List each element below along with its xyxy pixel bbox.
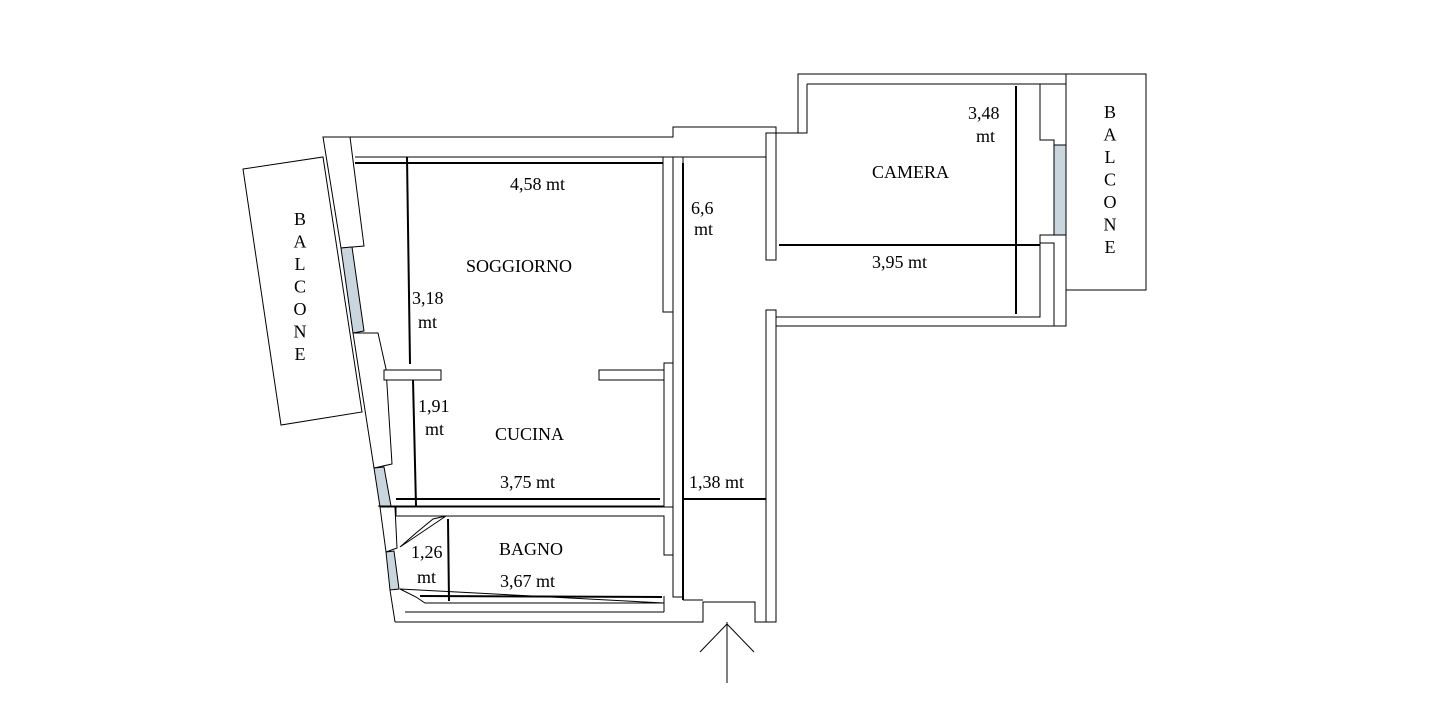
dim-corridor-length-value: 6,6 — [691, 198, 714, 218]
balcony-right — [1065, 73, 1147, 291]
corridor-right-upper — [765, 132, 777, 261]
dim-corridor-width: 1,38 mt — [689, 472, 744, 492]
kitchen-divider-left — [383, 369, 442, 381]
dim-corridor-length-unit: mt — [694, 219, 713, 239]
left-wall-middle — [352, 332, 393, 469]
dim-cucina-depth-value: 1,91 — [418, 396, 450, 416]
dim-camera-width: 3,95 mt — [872, 252, 927, 272]
balcony-letter: N — [294, 322, 307, 342]
dim-soggiorno-depth-unit: mt — [418, 312, 437, 332]
balcony-left — [242, 156, 363, 426]
bath-corner-upper — [399, 515, 447, 548]
dim-soggiorno-width: 4,58 mt — [510, 174, 565, 194]
balcony-letter: A — [1104, 125, 1117, 145]
dim-soggiorno-depth-value: 3,18 — [412, 288, 444, 308]
balcony-letter: L — [295, 254, 306, 274]
balcony-letter: O — [1104, 192, 1117, 212]
corridor-right-lower — [765, 309, 777, 623]
balcony-letter: E — [295, 344, 306, 364]
window-left-upper — [340, 246, 365, 334]
balcony-letter: B — [294, 209, 306, 229]
kitchen-divider-right — [598, 362, 674, 381]
window-bath — [385, 550, 400, 591]
dim-camera-depth-value: 3,48 — [968, 103, 1000, 123]
balcony-letter: C — [294, 277, 306, 297]
dimension-lines — [355, 86, 1040, 602]
left-wall-upper — [322, 136, 365, 249]
outer-walls — [323, 73, 1067, 623]
room-label-camera: CAMERA — [872, 162, 949, 182]
room-label-cucina: CUCINA — [495, 424, 564, 444]
dim-bagno-depth-unit: mt — [417, 567, 436, 587]
entrance-door — [699, 622, 755, 683]
corridor-wall-upper — [662, 156, 674, 313]
balcony-letter: E — [1105, 237, 1116, 257]
camera-right-wall-upper — [1039, 83, 1067, 146]
left-wall-lower — [379, 506, 398, 553]
balcony-letter: N — [1104, 215, 1117, 235]
balcony-letter: C — [1104, 170, 1116, 190]
balcony-letter: L — [1105, 147, 1116, 167]
bath-corner-lower — [399, 588, 665, 604]
dim-bagno-width: 3,67 mt — [500, 571, 555, 591]
balcony-letter: B — [1104, 102, 1116, 122]
bath-top-wall — [395, 506, 674, 556]
dim-cucina-depth-unit: mt — [425, 419, 444, 439]
window-left-lower — [373, 466, 392, 508]
balcony-letter: A — [294, 232, 307, 252]
room-label-soggiorno: SOGGIORNO — [466, 256, 572, 276]
dim-bagno-depth-value: 1,26 — [411, 542, 443, 562]
left-wall-bottom — [389, 589, 396, 623]
room-label-bagno: BAGNO — [499, 539, 563, 559]
dim-cucina-width: 3,75 mt — [500, 472, 555, 492]
balcony-letter: O — [294, 299, 307, 319]
corridor-wall-right-upper — [672, 156, 684, 598]
dim-camera-depth-unit: mt — [976, 126, 995, 146]
window-camera — [1053, 144, 1067, 236]
camera-right-wall-lower — [1039, 234, 1067, 327]
